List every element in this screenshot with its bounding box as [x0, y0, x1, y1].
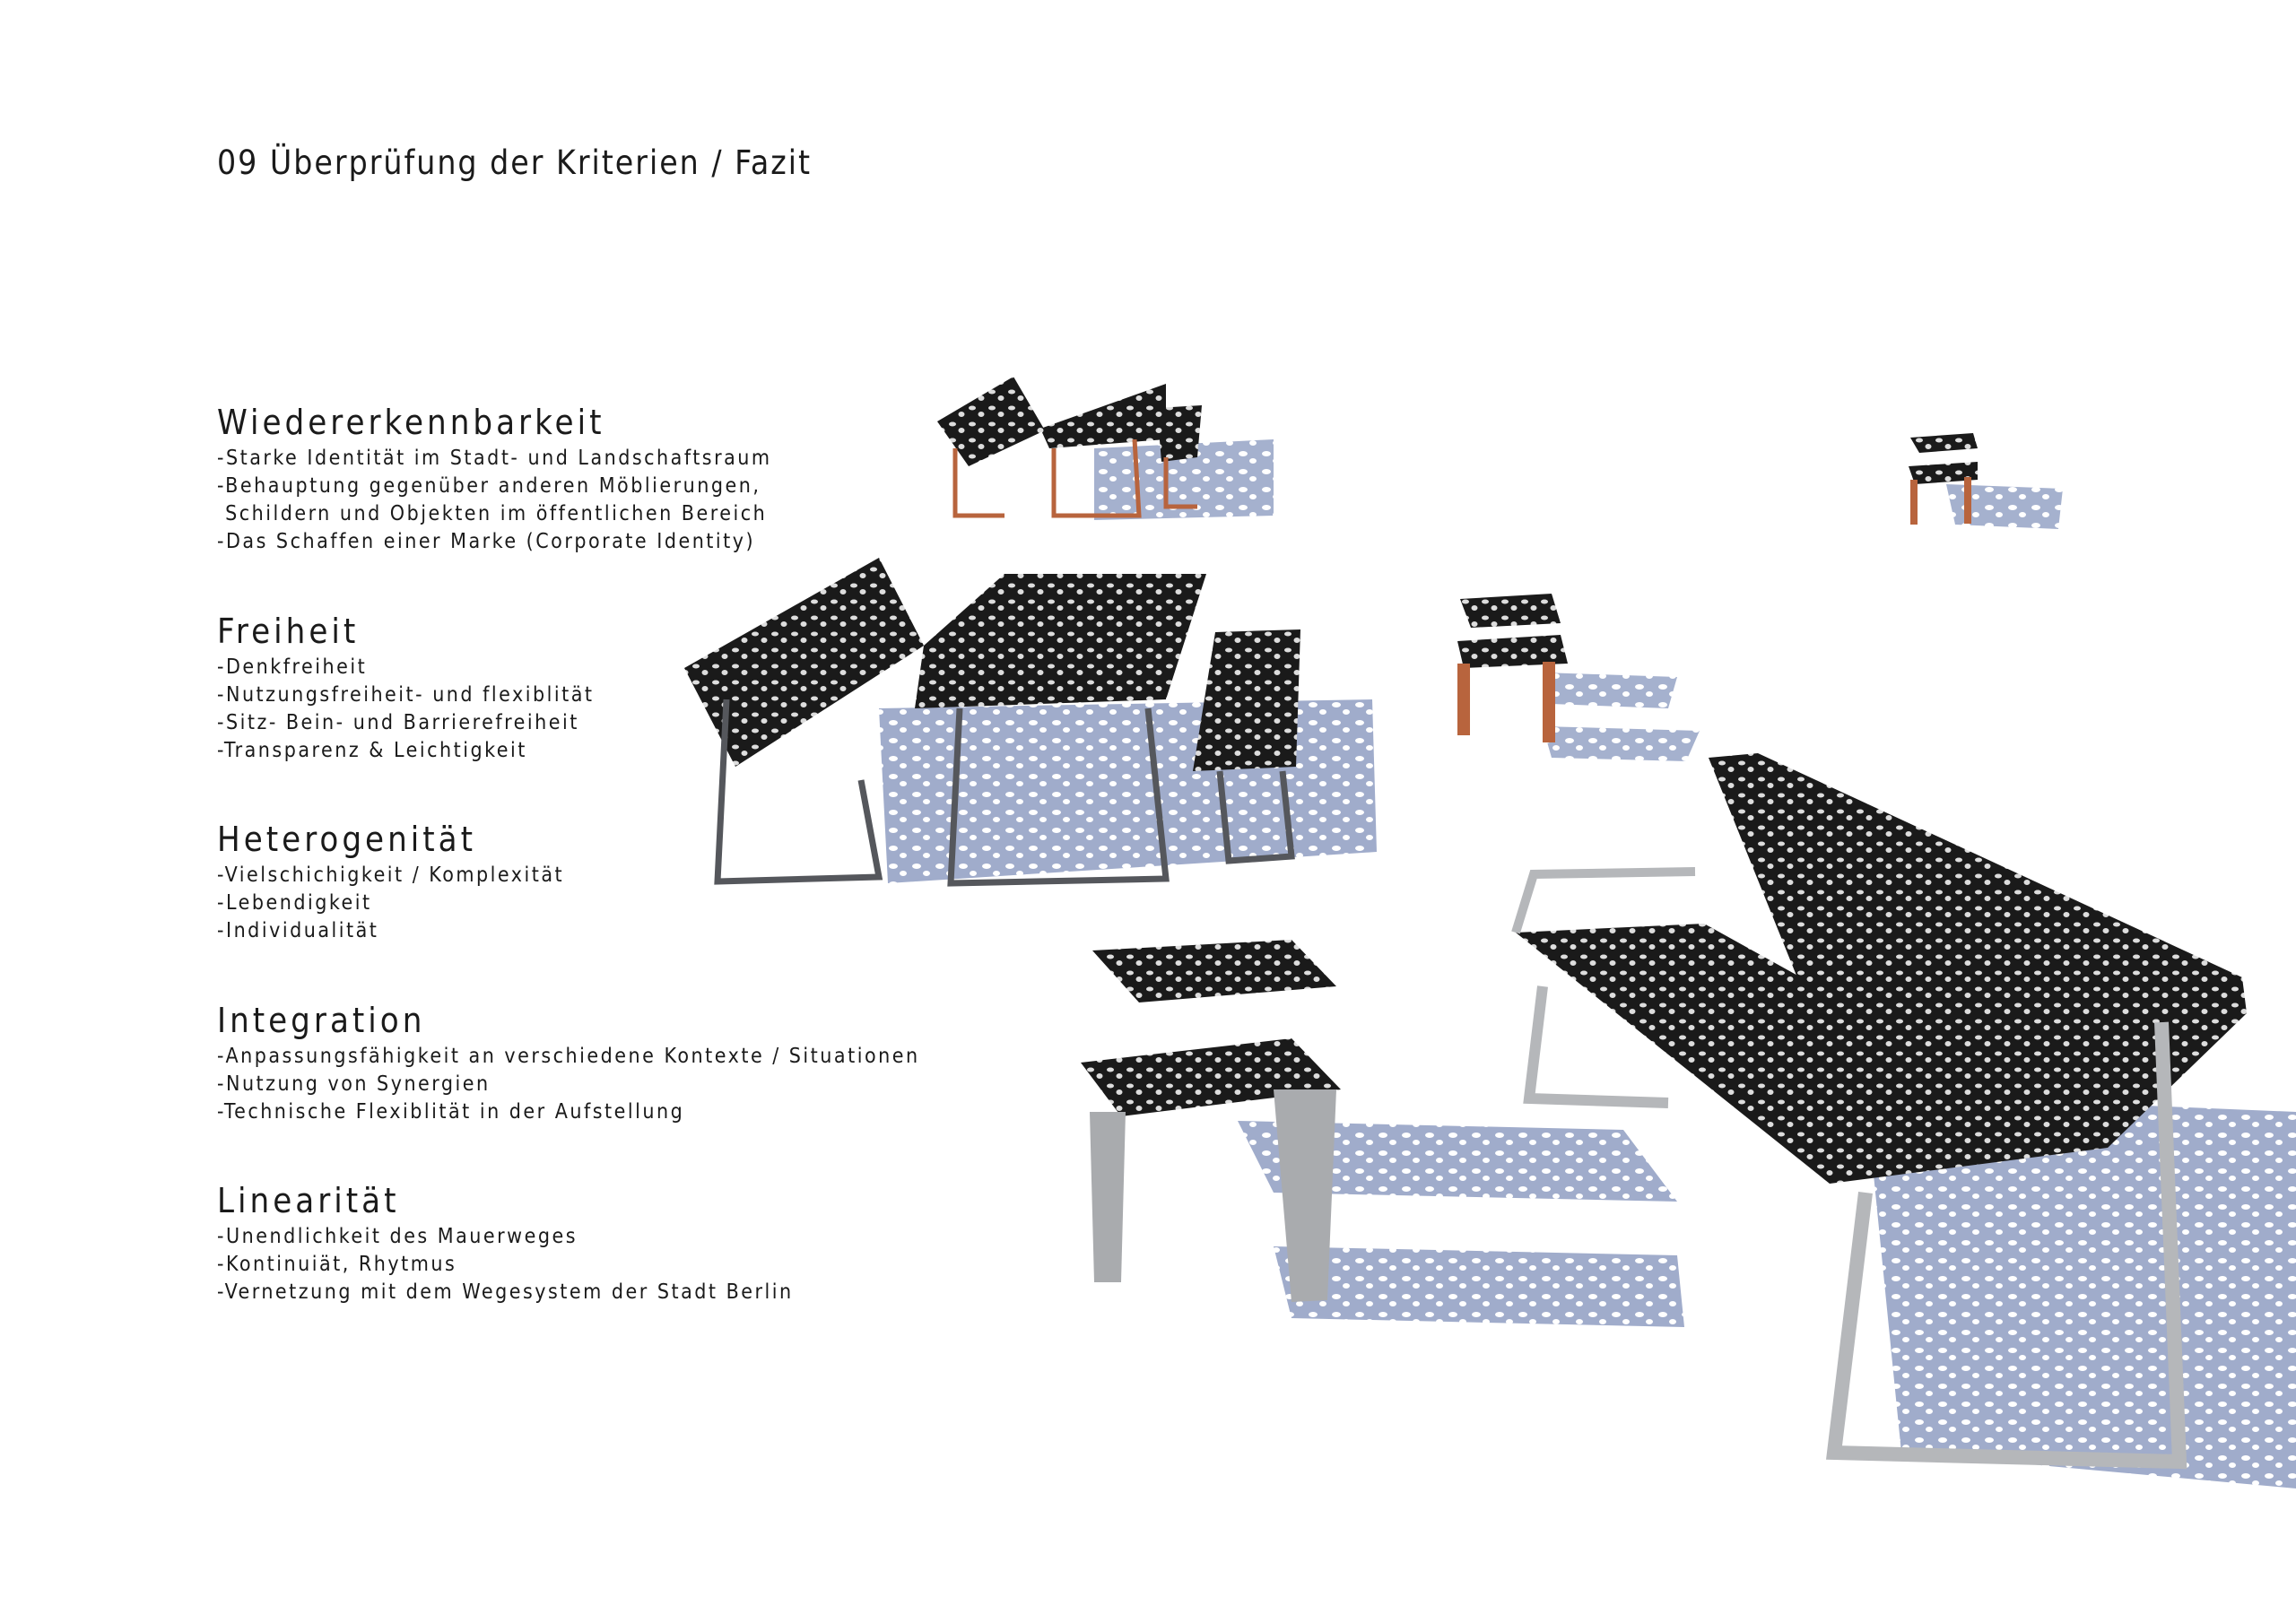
list-item: -Denkfreiheit [217, 655, 368, 679]
section-heading: Integration [217, 1001, 426, 1040]
list-item: -Anpassungsfähigkeit an verschiedene Kon… [217, 1045, 920, 1068]
section-linearitaet: Linearität -Unendlichkeit des Mauerweges… [217, 1180, 794, 1306]
section-freiheit: Freiheit -Denkfreiheit -Nutzungsfreiheit… [217, 611, 595, 765]
list-item: -Nutzungsfreiheit- und flexiblität [217, 683, 595, 707]
list-item: -Behauptung gegenüber anderen Möblierung… [217, 474, 761, 498]
list-item: -Transparenz & Leichtigkeit [217, 739, 527, 762]
list-item: -Kontinuiät, Rhytmus [217, 1253, 457, 1276]
list-item: -Nutzung von Synergien [217, 1072, 491, 1096]
list-item: -Unendlichkeit des Mauerweges [217, 1225, 578, 1248]
list-item: -Starke Identität im Stadt- und Landscha… [217, 447, 772, 470]
dark-picnic-set [684, 558, 1377, 887]
page-title: 09 Überprüfung der Kriterien / Fazit [217, 143, 813, 182]
list-item: -Vielschichigkeit / Komplexität [217, 864, 565, 887]
rust-stools-mid [1457, 594, 1700, 761]
section-integration: Integration -Anpassungsfähigkeit an vers… [217, 1000, 920, 1126]
list-item: -Sitz- Bein- und Barrierefreiheit [217, 711, 579, 734]
list-item: -Vernetzung mit dem Wegesystem der Stadt… [217, 1280, 794, 1304]
section-heading: Freiheit [217, 612, 360, 651]
list-item: -Individualität [217, 919, 379, 942]
list-item: -Lebendigkeit [217, 891, 372, 915]
list-item: Schildern und Objekten im öffentlichen B… [217, 502, 768, 525]
silver-bench [1511, 753, 2296, 1488]
rust-stools-far [1909, 433, 2063, 529]
section-heading: Heterogenität [217, 820, 476, 859]
section-heading: Wiedererkennbarkeit [217, 403, 605, 442]
silver-stools [1081, 940, 1684, 1327]
rust-picnic-set [937, 377, 1274, 520]
section-wiedererkennbarkeit: Wiedererkennbarkeit -Starke Identität im… [217, 402, 772, 556]
list-item: -Technische Flexiblität in der Aufstellu… [217, 1100, 685, 1124]
section-heading: Linearität [217, 1181, 400, 1220]
list-item: -Das Schaffen einer Marke (Corporate Ide… [217, 530, 756, 553]
section-heterogenitaet: Heterogenität -Vielschichigkeit / Komple… [217, 819, 564, 945]
